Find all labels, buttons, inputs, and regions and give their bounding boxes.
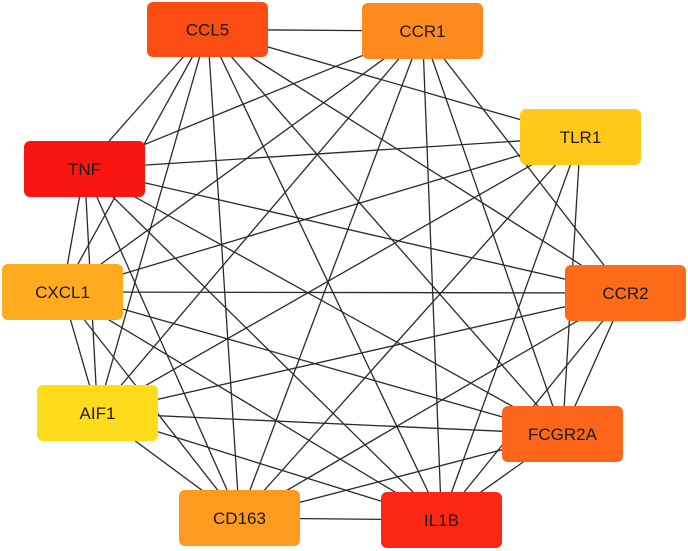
node-ccr1: CCR1 [362,3,483,59]
edge-ccl5-aif1 [96,29,209,414]
node-box [2,264,123,320]
node-box [362,3,483,59]
node-label: CXCL1 [35,283,90,302]
node-cxcl1: CXCL1 [2,264,123,320]
node-il1b: IL1B [381,492,502,548]
node-tlr1: TLR1 [520,109,641,165]
edge-ccr2-cxcl1 [62,291,626,294]
edge-il1b-tnf [84,168,442,521]
edge-il1b-cxcl1 [62,291,442,521]
node-label: FCGR2A [528,425,598,444]
node-aif1: AIF1 [37,385,158,441]
edge-tlr1-tnf [84,136,581,170]
edge-ccr1-fcgr2a [421,30,564,435]
node-box [381,492,502,548]
node-label: TNF [68,160,101,179]
node-box [502,406,623,462]
edge-tlr1-cxcl1 [62,136,581,293]
node-label: IL1B [424,511,459,530]
node-box [37,385,158,441]
node-fcgr2a: FCGR2A [502,406,623,462]
node-box [24,141,145,197]
node-label: AIF1 [80,404,116,423]
node-box [520,109,641,165]
edge-fcgr2a-cxcl1 [62,291,563,435]
edge-ccr2-aif1 [97,292,626,414]
edge-fcgr2a-aif1 [97,412,563,435]
edge-ccl5-ccr2 [207,28,626,294]
node-cd163: CD163 [179,490,300,546]
node-ccl5: CCL5 [147,2,268,57]
node-tnf: TNF [24,141,145,197]
node-box [147,2,268,57]
edge-ccl5-fcgr2a [207,29,563,435]
edge-ccr2-cd163 [239,292,626,519]
node-box [179,490,300,546]
node-label: CD163 [213,509,266,528]
edge-ccr1-cd163 [238,30,424,519]
node-label: TLR1 [560,128,602,147]
node-label: CCR2 [602,284,648,303]
node-box [565,265,686,321]
node-ccr2: CCR2 [565,265,686,321]
edge-cd163-tnf [83,168,241,519]
edge-ccl5-tlr1 [207,28,581,138]
edge-tlr1-cd163 [239,136,581,519]
edge-tlr1-aif1 [97,136,581,414]
edge-ccl5-cd163 [206,29,241,519]
edge-ccl5-il1b [206,29,443,521]
edge-ccr1-cxcl1 [62,30,423,293]
node-label: CCL5 [186,21,229,40]
edge-ccr1-aif1 [97,30,423,414]
edge-tlr1-il1b [440,136,582,521]
edge-fcgr2a-tnf [84,168,563,435]
node-label: CCR1 [399,22,445,41]
edge-ccr2-tnf [84,168,626,294]
edge-ccr1-il1b [421,30,443,521]
